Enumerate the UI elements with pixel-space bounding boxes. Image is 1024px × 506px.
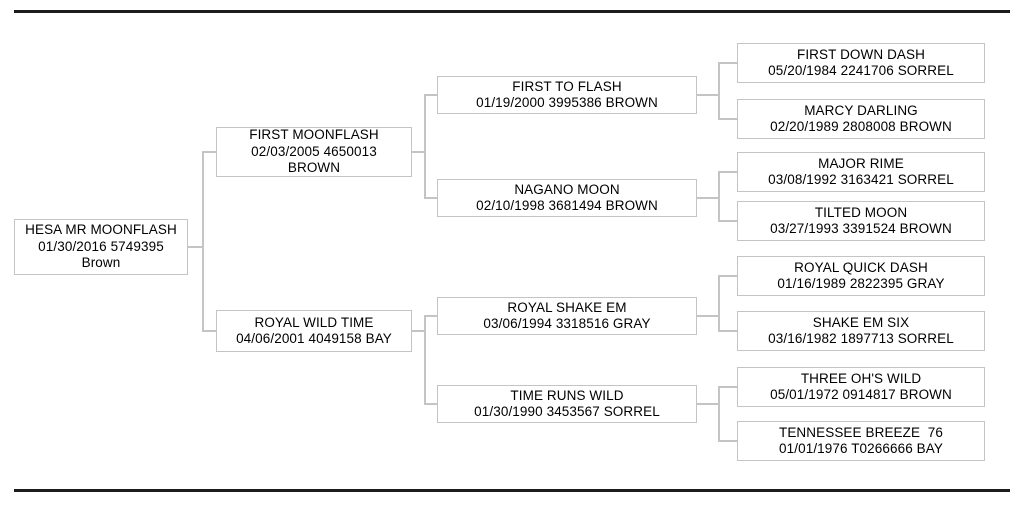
connector-line [188, 246, 202, 248]
connector-line [718, 386, 737, 388]
pedigree-node-subject: HESA MR MOONFLASH 01/30/2016 5749395 Bro… [14, 219, 188, 275]
horse-name: TENNESSEE BREEZE 76 [778, 424, 944, 440]
connector-line [718, 386, 720, 442]
horse-details: 02/10/1998 3681494 BROWN [476, 198, 658, 213]
horse-name: NAGANO MOON [514, 181, 620, 197]
horse-name: MARCY DARLING [804, 102, 918, 118]
horse-details: 03/27/1993 3391524 BROWN [770, 221, 952, 236]
horse-details: 03/08/1992 3163421 SORREL [768, 172, 954, 187]
connector-line [718, 440, 737, 442]
horse-details: 04/06/2001 4049158 BAY [236, 331, 392, 346]
horse-name: SHAKE EM SIX [812, 314, 910, 330]
horse-name: TILTED MOON [814, 204, 908, 220]
horse-name: MAJOR RIME [818, 155, 904, 171]
horse-name: ROYAL SHAKE EM [507, 299, 627, 315]
connector-line [718, 171, 737, 173]
pedigree-node-dam-sire: ROYAL SHAKE EM 03/06/1994 3318516 GRAY [437, 297, 697, 335]
connector-line [718, 171, 720, 222]
connector-line [202, 330, 216, 332]
connector-line [718, 118, 737, 120]
connector-line [697, 403, 718, 405]
bottom-rule [14, 489, 1010, 492]
pedigree-node-sire-dam: NAGANO MOON 02/10/1998 3681494 BROWN [437, 179, 697, 217]
connector-line [718, 275, 737, 277]
connector-line [424, 94, 426, 199]
horse-details: 01/19/2000 3995386 BROWN [476, 95, 658, 110]
connector-line [424, 197, 437, 199]
pedigree-node-sire-dam-sire: MAJOR RIME 03/08/1992 3163421 SORREL [737, 152, 985, 192]
horse-details: 02/03/2005 4650013 [251, 143, 377, 159]
horse-details: 02/20/1989 2808008 BROWN [770, 119, 952, 134]
horse-details: 01/01/1976 T0266666 BAY [779, 441, 943, 456]
horse-name: FIRST MOONFLASH [249, 127, 379, 143]
connector-line [424, 94, 437, 96]
connector-line [718, 62, 720, 120]
horse-details: 03/16/1982 1897713 SORREL [768, 331, 954, 346]
connector-line [202, 151, 216, 153]
pedigree-node-dam-sire-dam: SHAKE EM SIX 03/16/1982 1897713 SORREL [737, 311, 985, 351]
connector-line [718, 275, 720, 332]
horse-name: ROYAL WILD TIME [254, 314, 374, 330]
connector-line [424, 315, 426, 405]
pedigree-node-sire-dam-dam: TILTED MOON 03/27/1993 3391524 BROWN [737, 201, 985, 241]
connector-line [412, 330, 424, 332]
connector-line [424, 403, 437, 405]
pedigree-node-sire-sire: FIRST TO FLASH 01/19/2000 3995386 BROWN [437, 76, 697, 114]
pedigree-node-dam: ROYAL WILD TIME 04/06/2001 4049158 BAY [216, 310, 412, 352]
horse-details: 05/20/1984 2241706 SORREL [768, 63, 954, 78]
horse-details: 03/06/1994 3318516 GRAY [483, 316, 651, 331]
horse-details: 01/30/2016 5749395 [38, 238, 164, 254]
horse-details: 01/16/1989 2822395 GRAY [777, 276, 945, 291]
horse-name: THREE OH'S WILD [800, 370, 922, 386]
horse-name: FIRST DOWN DASH [796, 46, 925, 62]
connector-line [202, 151, 204, 332]
connector-line [412, 151, 424, 153]
pedigree-node-dam-sire-sire: ROYAL QUICK DASH 01/16/1989 2822395 GRAY [737, 256, 985, 296]
horse-color: Brown [81, 255, 121, 271]
pedigree-node-sire: FIRST MOONFLASH 02/03/2005 4650013 BROWN [216, 127, 412, 177]
connector-line [697, 197, 718, 199]
connector-line [697, 315, 718, 317]
connector-line [697, 94, 718, 96]
pedigree-node-dam-dam-sire: THREE OH'S WILD 05/01/1972 0914817 BROWN [737, 367, 985, 407]
horse-color: BROWN [287, 160, 341, 176]
connector-line [718, 220, 737, 222]
connector-line [718, 62, 737, 64]
connector-line [424, 315, 437, 317]
pedigree-node-sire-sire-sire: FIRST DOWN DASH 05/20/1984 2241706 SORRE… [737, 43, 985, 83]
top-rule [14, 10, 1010, 13]
connector-line [718, 330, 737, 332]
pedigree-node-dam-dam-dam: TENNESSEE BREEZE 76 01/01/1976 T0266666 … [737, 421, 985, 461]
horse-name: ROYAL QUICK DASH [794, 259, 928, 275]
pedigree-node-dam-dam: TIME RUNS WILD 01/30/1990 3453567 SORREL [437, 385, 697, 423]
horse-name: TIME RUNS WILD [510, 387, 624, 403]
horse-name: FIRST TO FLASH [512, 78, 622, 94]
horse-name: HESA MR MOONFLASH [25, 222, 177, 238]
pedigree-node-sire-sire-dam: MARCY DARLING 02/20/1989 2808008 BROWN [737, 99, 985, 139]
horse-details: 01/30/1990 3453567 SORREL [474, 404, 660, 419]
horse-details: 05/01/1972 0914817 BROWN [770, 387, 952, 402]
